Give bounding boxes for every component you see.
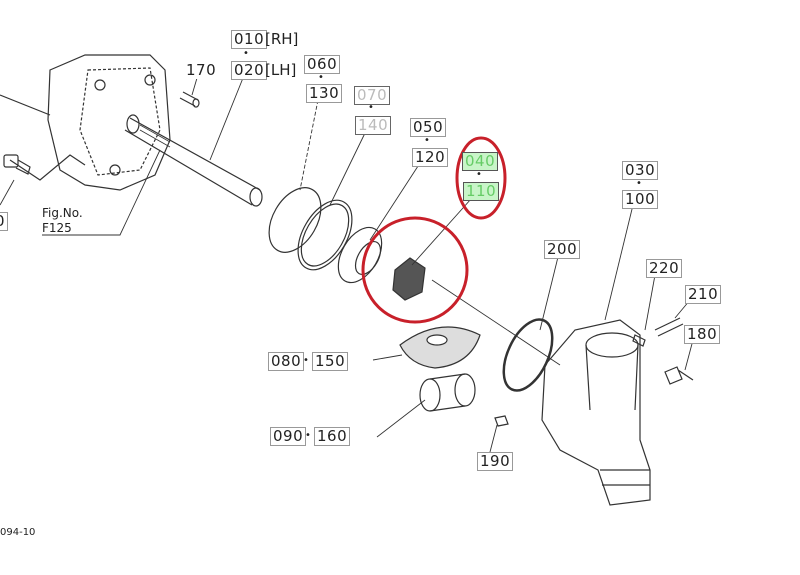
lower-bearing [419,373,476,412]
snap-ring [268,187,322,253]
pin [179,91,200,108]
lh-note: [LH] [265,61,297,79]
separator: • [318,72,324,83]
bevel-pinion [392,257,426,301]
part-label-080[interactable]: 080 [268,352,305,371]
washer-190 [494,415,509,427]
part-label-210[interactable]: 210 [685,285,722,304]
part-label-060[interactable]: 060 [304,55,341,74]
part-label-100[interactable]: 100 [622,190,659,209]
figure-label: Fig.No. [42,206,83,220]
part-label-130[interactable]: 130 [306,84,343,103]
part-label-partial[interactable]: 0 [0,212,9,231]
part-label-180[interactable]: 180 [684,325,721,344]
part-label-020[interactable]: 020 [231,61,268,80]
part-label-110[interactable]: 110 [463,182,500,201]
rh-note: [RH] [265,30,299,48]
ring [297,199,353,271]
part-label-010[interactable]: 010 [231,30,268,49]
part-label-150[interactable]: 150 [312,352,349,371]
separator: • [303,355,309,366]
separator: • [243,48,249,59]
part-label-120[interactable]: 120 [412,148,449,167]
part-label-190[interactable]: 190 [477,452,514,471]
highlight-circle-040-110 [455,136,507,220]
part-label-140[interactable]: 140 [355,116,392,135]
figure-number[interactable]: F125 [42,221,72,235]
separator: • [305,430,311,441]
shaft [124,114,263,207]
plug-180 [664,366,694,385]
bolt-left [3,154,31,175]
gear-case [541,319,651,506]
leader-lines [0,77,694,453]
bearing [337,226,383,284]
part-label-170[interactable]: 170 [184,61,219,79]
bevel-gear [399,326,481,369]
part-label-200[interactable]: 200 [544,240,581,259]
separator: • [476,169,482,180]
part-label-160[interactable]: 160 [314,427,351,446]
part-label-050[interactable]: 050 [410,118,447,137]
separator: • [636,178,642,189]
footer-code: 094-10 [0,527,36,538]
part-label-040[interactable]: 040 [462,152,499,171]
bolt-210 [632,317,684,347]
highlight-circle-pinion [361,216,469,324]
part-label-070[interactable]: 070 [354,86,391,105]
separator: • [424,135,430,146]
part-label-090[interactable]: 090 [270,427,307,446]
part-label-220[interactable]: 220 [646,259,683,278]
o-ring [502,318,554,392]
housing-flange [0,54,171,191]
part-label-030[interactable]: 030 [622,161,659,180]
separator: • [368,102,374,113]
